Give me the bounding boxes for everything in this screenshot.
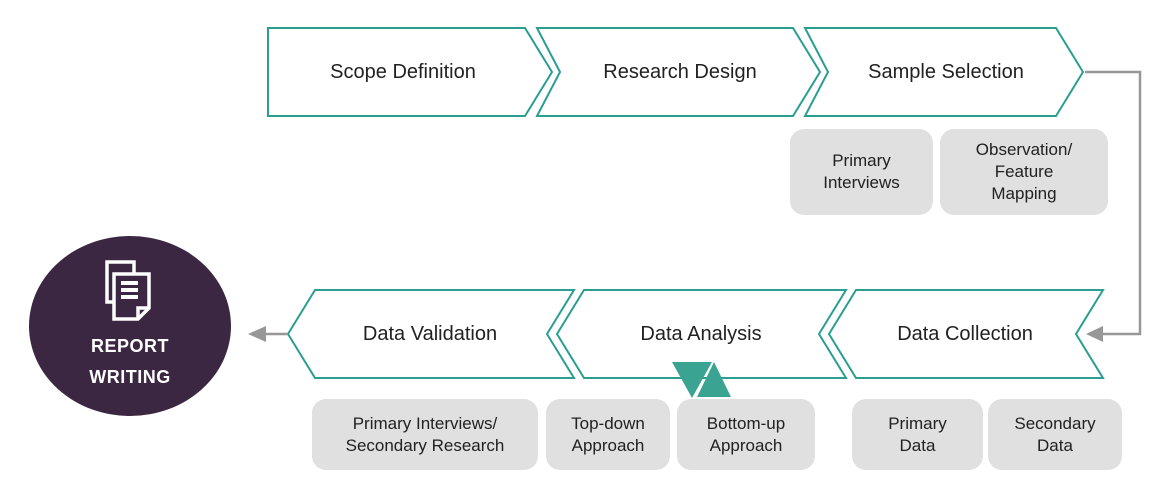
chevron-scope-definition <box>267 27 554 117</box>
report-writing-node <box>29 236 231 416</box>
report-arrowhead-left-icon <box>248 326 266 342</box>
step-data-validation-label: Data Validation <box>362 322 498 345</box>
tag-primary-interviews: Primary Interviews <box>790 129 933 215</box>
tag-observation-feature-mapping: Observation/ Feature Mapping <box>940 129 1108 215</box>
analysis-triangle-marker-icon <box>672 362 731 398</box>
step-sample-selection-label: Sample Selection <box>868 60 1024 83</box>
step-data-analysis-label: Data Analysis <box>640 322 762 345</box>
report-document-icon <box>105 260 151 321</box>
tag-top-down-approach: Top-down Approach <box>546 399 670 470</box>
connector-sample-to-collection <box>1085 70 1142 336</box>
chevron-research-design <box>535 27 822 117</box>
connector-arrowhead-left-icon <box>1086 326 1103 342</box>
chevron-data-analysis <box>555 289 848 379</box>
step-research-design-label: Research Design <box>603 60 757 83</box>
tag-primary-data: Primary Data <box>852 399 983 470</box>
step-scope-definition-label: Scope Definition <box>330 60 476 83</box>
chevron-data-collection <box>827 289 1105 379</box>
tag-primary-interviews-secondary-research: Primary Interviews/ Secondary Research <box>312 399 538 470</box>
chevron-sample-selection <box>803 27 1085 117</box>
tag-secondary-data: Secondary Data <box>988 399 1122 470</box>
step-data-collection-label: Data Collection <box>897 322 1033 345</box>
report-writing-label: REPORT WRITING <box>89 336 171 387</box>
tag-bottom-up-approach: Bottom-up Approach <box>677 399 815 470</box>
